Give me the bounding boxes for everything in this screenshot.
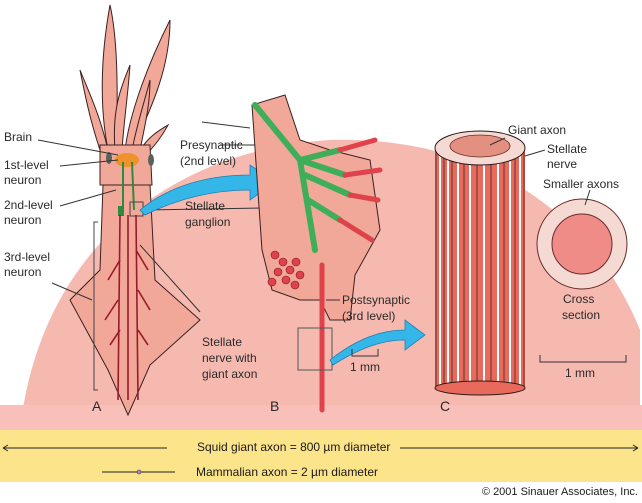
yellow-band: [0, 430, 642, 482]
label-giant-axon-c: Giant axon: [508, 123, 567, 137]
label-stellate-ganglion: Stellate: [185, 199, 226, 213]
label-second-level: 2nd-level: [4, 198, 53, 212]
label-presynaptic: Presynaptic: [180, 138, 243, 152]
squid-scale-line-right: [400, 444, 639, 452]
label-nerve-c: nerve: [547, 157, 578, 171]
ganglion-illustration: [251, 94, 383, 413]
label-smaller-axons: Smaller axons: [543, 177, 620, 191]
squid-scale-line-left: [2, 444, 167, 452]
panel-letter-a: A: [92, 398, 102, 414]
nerve-section-box: [297, 327, 333, 371]
brain: [115, 153, 139, 167]
label-postsynaptic: Postsynaptic: [342, 293, 411, 307]
label-third-level: 3rd-level: [4, 250, 51, 264]
giant-axon-top: [449, 134, 511, 158]
label-presynaptic-level: (2nd level): [180, 154, 237, 168]
mammalian-axon-diameter: Mammalian axon = 2 µm diameter: [196, 465, 378, 479]
label-brain: Brain: [4, 130, 33, 144]
cross-section: [536, 198, 628, 290]
label-section: section: [562, 308, 601, 322]
nerve-cylinder: [434, 130, 526, 396]
label-second-level-neuron: neuron: [4, 213, 42, 227]
scale-bar-b: [351, 349, 379, 357]
label-scale-b: 1 mm: [350, 360, 380, 374]
label-first-level: 1st-level: [4, 158, 49, 172]
panel-letter-c: C: [440, 398, 451, 414]
label-ganglion: ganglion: [185, 215, 231, 229]
scale-bar-c: [539, 355, 627, 363]
panel-letter-b: B: [270, 398, 280, 414]
copyright: © 2001 Sinauer Associates, Inc.: [481, 486, 638, 498]
mammal-axon-dot: [136, 469, 142, 475]
label-first-level-neuron: neuron: [4, 173, 42, 187]
blue-arrow-2: [329, 319, 426, 366]
squid-axon-diameter: Squid giant axon = 800 µm diameter: [197, 440, 391, 454]
label-scale-c: 1 mm: [565, 366, 595, 380]
label-postsynaptic-level: (3rd level): [342, 309, 396, 323]
label-stellate-c: Stellate: [547, 142, 588, 156]
squid-illustration: [69, 4, 201, 417]
label-cross: Cross: [563, 292, 595, 306]
label-stellate-nerve: Stellate: [202, 335, 243, 349]
label-stellate-nerve-with: nerve with: [202, 351, 257, 365]
label-third-level-neuron: neuron: [4, 265, 42, 279]
label-giant-axon: giant axon: [202, 367, 258, 381]
